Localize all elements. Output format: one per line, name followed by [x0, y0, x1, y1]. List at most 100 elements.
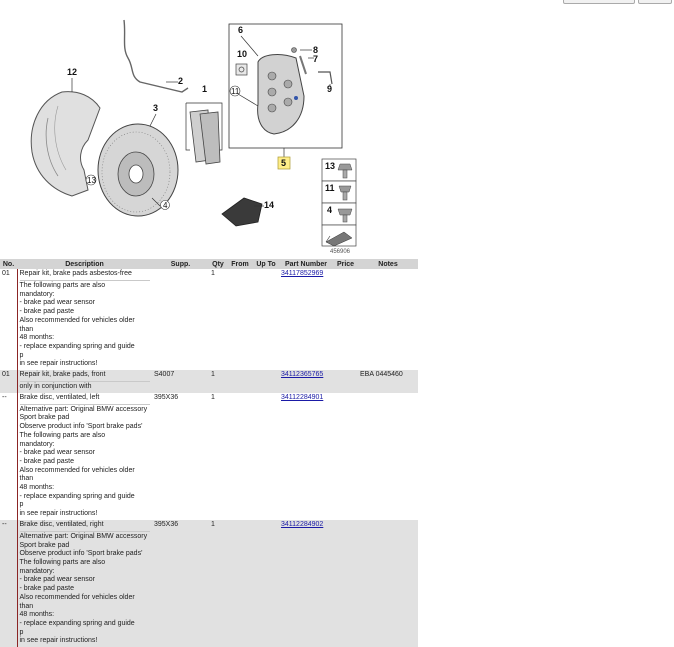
description-line: mandatory:: [19, 567, 55, 575]
part-number-link[interactable]: 34112284902: [281, 520, 324, 528]
callout-label[interactable]: 3: [153, 103, 158, 113]
callout-label[interactable]: 11: [231, 87, 240, 96]
description-title: Repair kit, brake pads asbestos-free: [19, 270, 150, 281]
callout-label[interactable]: 10: [237, 49, 247, 59]
description-line: - brake pad wear sensor: [19, 449, 95, 457]
col-header-notes[interactable]: Notes: [358, 259, 418, 269]
cell-notes: [358, 269, 418, 371]
brake-caliper-illustration: [235, 35, 333, 135]
parts-table: No. Description Supp. Qty From Up To Par…: [0, 259, 418, 647]
description-line: 48 months:: [19, 334, 55, 342]
description-line: Alternative part: Original BMW accessory: [19, 405, 148, 413]
description-line: Observe product info 'Sport brake pads': [19, 550, 143, 558]
description-line: Also recommended for vehicles older than: [19, 316, 135, 333]
cell-from: [227, 370, 253, 393]
legend-number[interactable]: 13: [325, 161, 335, 171]
callout-label[interactable]: 6: [238, 25, 243, 35]
toolbar-button[interactable]: [638, 0, 672, 4]
description-line: in see repair instructions!: [19, 360, 98, 368]
cell-price: [333, 269, 358, 371]
figure-id: 456906: [330, 249, 351, 255]
callout-highlight: [277, 156, 291, 170]
description-line: only in conjunction with: [19, 383, 92, 391]
description-title: Brake disc, ventilated, right: [19, 521, 150, 532]
part-number-link[interactable]: 34117852969: [281, 270, 324, 277]
cell-upto: [253, 269, 279, 371]
description-line: The following parts are also: [19, 431, 106, 439]
description-line: - replace expanding spring and guide: [19, 342, 135, 350]
description-line: - brake pad wear sensor: [19, 576, 95, 584]
cell-supp: S4007: [152, 370, 209, 393]
description-notes: only in conjunction with: [20, 382, 151, 392]
caliper-group-box: [228, 23, 343, 149]
col-header-qty[interactable]: Qty: [209, 259, 227, 269]
cell-from: [227, 269, 253, 371]
brake-paste-illustration: [221, 197, 264, 227]
col-header-upto[interactable]: Up To: [253, 259, 279, 269]
cell-price: [333, 519, 358, 647]
callout-label[interactable]: 9: [327, 84, 332, 94]
dust-shield-illustration: [30, 78, 101, 197]
cell-qty: 1: [209, 370, 227, 393]
description-line: 48 months:: [19, 611, 55, 619]
description-line: p: [19, 501, 24, 509]
cell-price: [333, 392, 358, 520]
cell-no: --: [0, 519, 17, 647]
description-line: Also recommended for vehicles older than: [19, 593, 135, 610]
description-line: - replace expanding spring and guide: [19, 619, 135, 627]
description-line: Sport brake pad: [19, 414, 70, 422]
description-line: - brake pad wear sensor: [19, 299, 95, 307]
description-line: 48 months:: [19, 484, 55, 492]
description-line: - brake pad paste: [19, 308, 74, 316]
toolbar-input[interactable]: [563, 0, 635, 4]
cell-qty: 1: [209, 519, 227, 647]
part-number-link[interactable]: 34112284901: [281, 393, 324, 401]
sensor-wire-illustration: [123, 19, 189, 93]
cell-supp: 395X36: [152, 519, 209, 647]
cell-price: [333, 370, 358, 393]
description-line: Alternative part: Original BMW accessory: [19, 532, 148, 540]
col-header-part-number[interactable]: Part Number: [279, 259, 333, 269]
hardware-legend: [321, 158, 357, 247]
callout-label[interactable]: 12: [67, 67, 77, 77]
callout-label[interactable]: 1: [202, 84, 207, 94]
table-header-row: No. Description Supp. Qty From Up To Par…: [0, 259, 418, 269]
part-number-link[interactable]: 34112365765: [281, 371, 324, 379]
callout-label[interactable]: 5: [281, 158, 286, 168]
legend-number[interactable]: 4: [327, 205, 332, 215]
cell-from: [227, 392, 253, 520]
cell-qty: 1: [209, 392, 227, 520]
description-title: Repair kit, brake pads, front: [19, 371, 150, 383]
cell-upto: [253, 519, 279, 647]
description-line: Also recommended for vehicles older than: [19, 466, 135, 483]
callout-label[interactable]: 13: [87, 176, 96, 185]
legend-number[interactable]: 11: [325, 183, 335, 193]
description-line: Observe product info 'Sport brake pads': [19, 423, 143, 431]
col-header-from[interactable]: From: [227, 259, 253, 269]
callout-label[interactable]: 2: [178, 76, 183, 86]
col-header-description[interactable]: Description: [17, 259, 152, 269]
col-header-price[interactable]: Price: [333, 259, 358, 269]
callout-circle: [85, 174, 97, 186]
callout-label[interactable]: 4: [163, 201, 168, 210]
callout-label[interactable]: 7: [313, 54, 318, 64]
cell-no: 01: [0, 269, 17, 371]
parts-diagram: 1 2 3 4 5 6 7 8 9 10 11 12 13 14 13 11 4…: [0, 0, 674, 258]
cell-notes: [358, 519, 418, 647]
description-notes: Alternative part: Original BMW accessory…: [20, 405, 151, 519]
description-line: mandatory:: [19, 290, 55, 298]
cell-no: 01: [0, 370, 17, 393]
col-header-supp[interactable]: Supp.: [152, 259, 209, 269]
col-header-no[interactable]: No.: [0, 259, 17, 269]
description-line: - replace expanding spring and guide: [19, 492, 135, 500]
callout-label[interactable]: 14: [264, 200, 274, 210]
cell-qty: 1: [209, 269, 227, 371]
callout-label[interactable]: 8: [313, 45, 318, 55]
cell-upto: [253, 370, 279, 393]
